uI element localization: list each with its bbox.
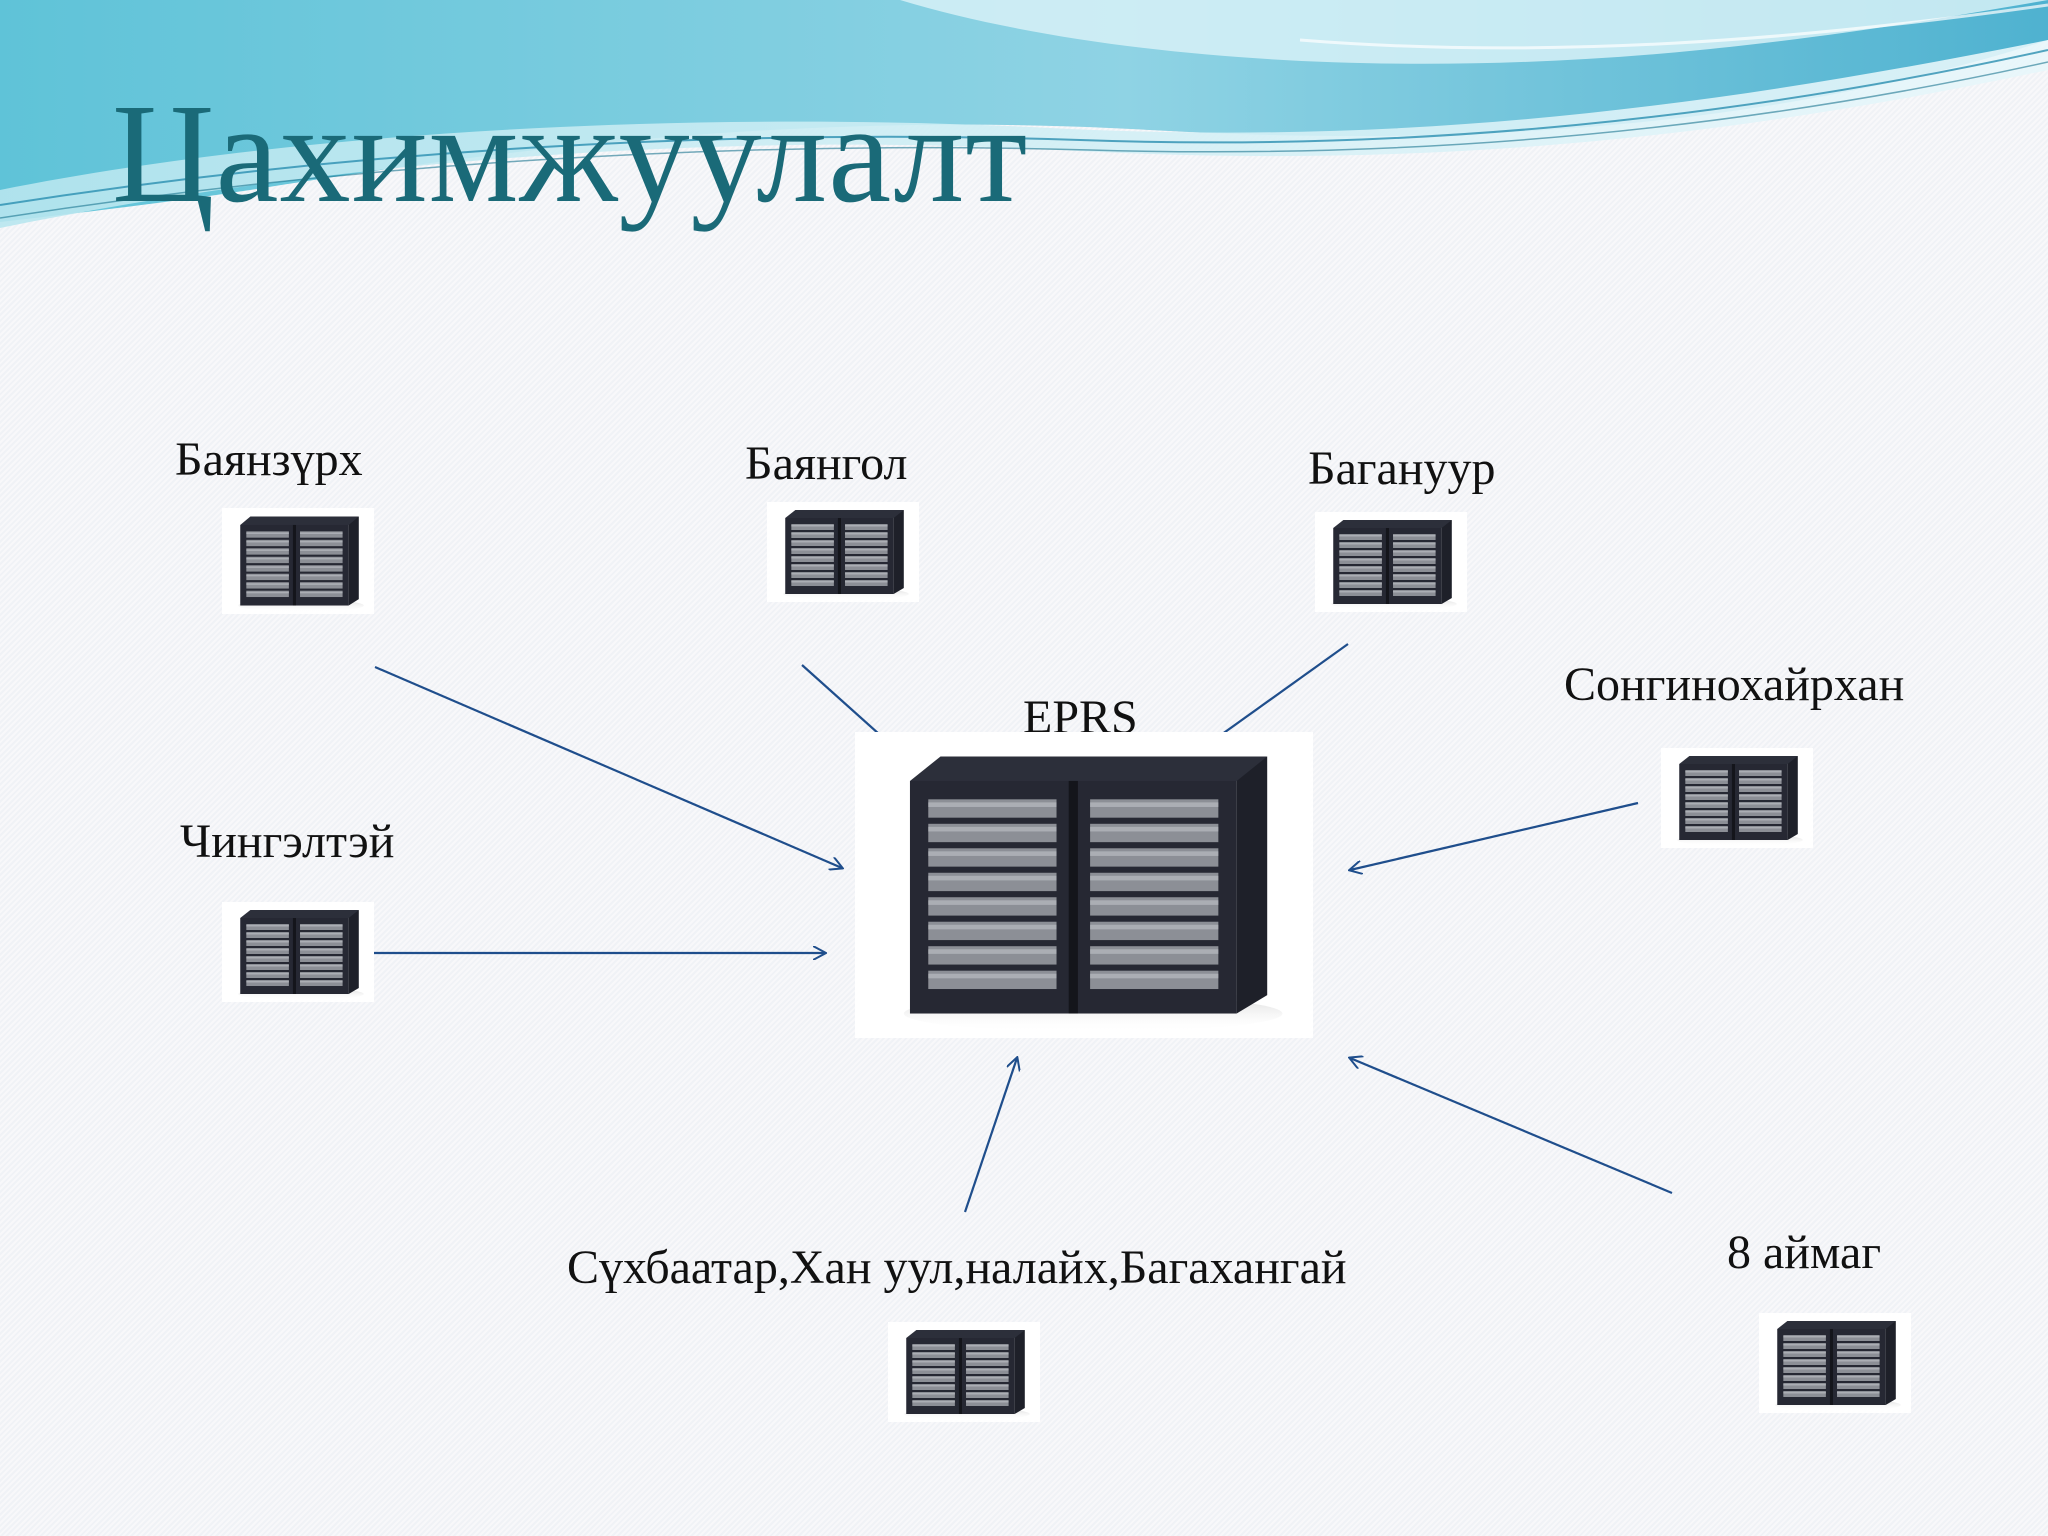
node-label-sukhbaatar-group: Сүхбаатар,Хан уул,налайх,Багахангай [567, 1241, 1347, 1294]
arrow-bayanzurkh-to-eprs [374, 665, 842, 868]
slide-title: Цахимжуулалт [112, 74, 1029, 232]
eprs-server-rack-icon [855, 732, 1313, 1038]
server-rack-icon [888, 1322, 1040, 1422]
node-label-bayangol: Баянгол [745, 437, 908, 490]
node-label-songinokhairkhan: Сонгинохайрхан [1564, 658, 1905, 711]
wave-line-3 [1299, 3, 2048, 50]
server-rack-icon [1759, 1313, 1911, 1413]
server-rack-icon [222, 902, 374, 1002]
wave-highlight [900, 0, 2048, 64]
server-rack-icon [767, 502, 919, 602]
header-wave-banner [0, 0, 2048, 228]
wave-line-2 [0, 61, 2048, 219]
node-label-baganuur: Багануур [1308, 442, 1496, 495]
server-rack-icon [222, 508, 374, 614]
wave-front [0, 40, 2048, 228]
server-rack-icon [1315, 512, 1467, 612]
arrow-songinokhairkhan-to-eprs [1350, 801, 1639, 870]
wave-line-1 [0, 49, 2048, 206]
node-label-8-aimag: 8 аймаг [1727, 1226, 1882, 1279]
node-label-chingeltei: Чингэлтэй [180, 815, 395, 868]
arrow-8-aimag-to-eprs [1350, 1058, 1673, 1195]
server-rack-icon [1661, 748, 1813, 848]
arrow-sukhbaatar-group-to-eprs [963, 1058, 1017, 1213]
node-label-bayanzurkh: Баянзүрх [175, 433, 363, 486]
